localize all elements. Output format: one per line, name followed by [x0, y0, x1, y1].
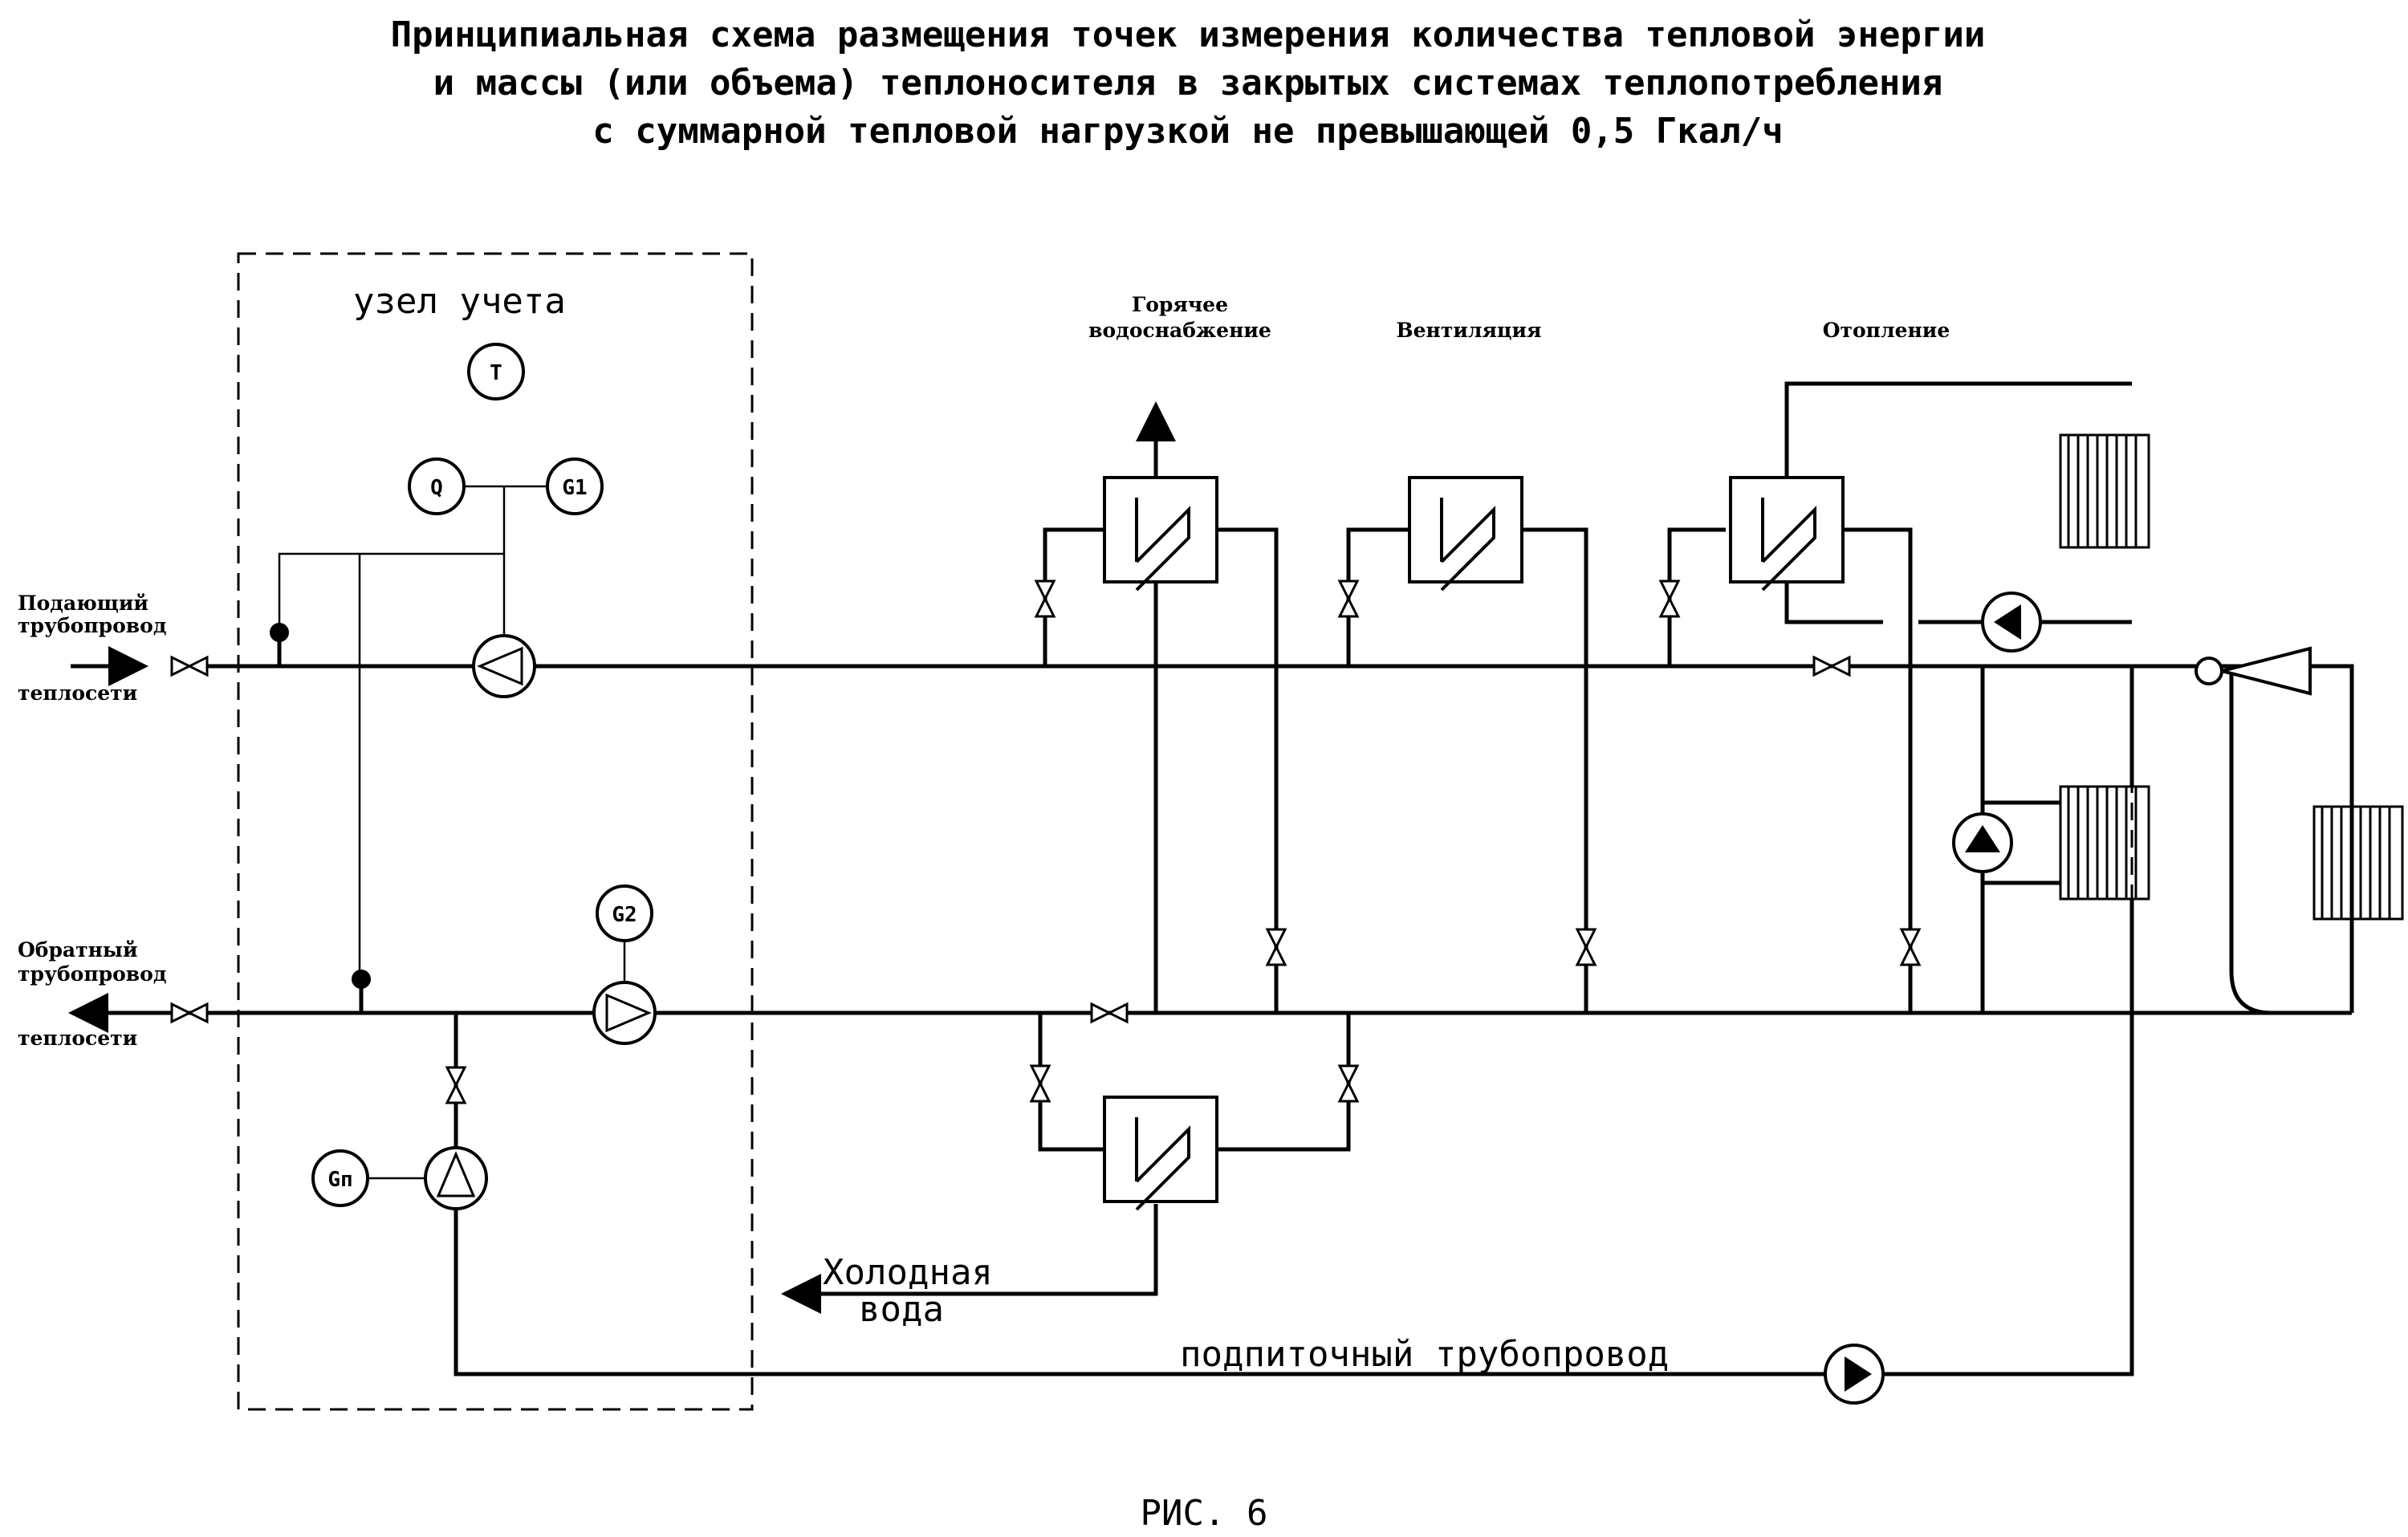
return-temperature-sensor	[352, 970, 371, 1013]
first-stage-heater-loop	[803, 1013, 1351, 1296]
heating-label: Отопление	[1823, 319, 1950, 342]
return-pipe-label-2: трубопровод	[18, 962, 167, 986]
hot-water-heat-exchanger	[1103, 476, 1218, 592]
hot-water-label-1: Горячее	[1132, 293, 1228, 316]
hot-water-label-2: водоснабжение	[1088, 319, 1271, 342]
flowmeter-gp-transducer	[424, 1146, 488, 1210]
heating-return-valve	[1900, 928, 1921, 966]
return-bypass-valve	[1090, 1002, 1129, 1023]
makeup-pipe-label: подпиточный трубопровод	[1180, 1334, 1669, 1375]
flowmeter-g1-transducer	[472, 634, 536, 698]
instrument-gp: Gп	[311, 1149, 425, 1207]
makeup-pump	[1824, 1344, 1885, 1405]
ventilation-return-valve	[1576, 928, 1597, 966]
heating-circulation-pump-top	[1934, 592, 2132, 653]
figure-caption: РИС. 6	[1141, 1493, 1268, 1534]
title-line-2: и массы (или объема) теплоносителя в зак…	[433, 63, 1943, 104]
heating-branch	[1667, 381, 2132, 1013]
instrument-t: T	[467, 343, 525, 401]
hot-water-supply-valve	[1035, 579, 1056, 618]
instrument-g1: G1	[546, 457, 604, 515]
heating-heat-exchanger	[1729, 476, 1845, 592]
instrument-g2: G2	[596, 884, 653, 982]
ventilation-supply-valve	[1338, 579, 1359, 618]
first-stage-valve-right	[1338, 1064, 1359, 1103]
supply-inlet-valve	[170, 656, 209, 677]
instrument-gp-label: Gп	[327, 1168, 352, 1192]
makeup-valve	[445, 1066, 466, 1104]
instrument-g2-label: G2	[612, 903, 637, 927]
ventilation-branch	[1346, 527, 1588, 1013]
instrument-q-label: Q	[430, 476, 443, 500]
flowmeter-g2-transducer	[592, 981, 657, 1045]
title-line-3: с суммарной тепловой нагрузкой не превыш…	[592, 111, 1783, 152]
return-pipe-label-3: теплосети	[18, 1027, 137, 1050]
signal-lines	[278, 485, 562, 979]
heating-supply-valve	[1659, 579, 1680, 618]
hot-water-branch	[1043, 409, 1279, 1013]
instrument-g1-label: G1	[562, 476, 587, 500]
makeup-pipe	[454, 666, 2134, 1376]
ventilation-heat-exchanger	[1408, 476, 1523, 592]
supply-pipe-label-2: трубопровод	[18, 614, 167, 637]
metering-unit-label: узел учета	[353, 281, 566, 322]
radiator-right	[2312, 805, 2404, 921]
metering-unit-frame	[237, 252, 754, 1411]
heating-circuit-right	[1980, 664, 2354, 1015]
supply-temperature-sensor	[270, 623, 289, 666]
instrument-t-label: T	[490, 361, 502, 385]
heating-circulation-pump-bottom	[1952, 812, 2013, 873]
radiator-top	[2059, 433, 2150, 549]
return-outlet-valve	[170, 1002, 209, 1023]
elevator-jet-pump	[2194, 646, 2312, 696]
radiator-middle	[2059, 785, 2150, 901]
return-pipe-label-1: Обратный	[18, 938, 138, 962]
first-stage-valve-left	[1030, 1064, 1051, 1103]
title-line-1: Принципиальная схема размещения точек из…	[391, 14, 1986, 55]
cold-water-label-2: вода	[859, 1289, 944, 1330]
cold-water-label-1: Холодная	[823, 1252, 993, 1293]
hot-water-return-valve	[1266, 928, 1287, 966]
ventilation-label: Вентиляция	[1397, 319, 1542, 342]
first-stage-heat-exchanger	[1103, 1096, 1218, 1211]
heating-bypass-valve	[1812, 656, 1851, 677]
supply-pipe-label-1: Подающий	[18, 592, 148, 615]
supply-pipe-label-3: теплосети	[18, 681, 137, 705]
instrument-q: Q	[408, 457, 466, 515]
